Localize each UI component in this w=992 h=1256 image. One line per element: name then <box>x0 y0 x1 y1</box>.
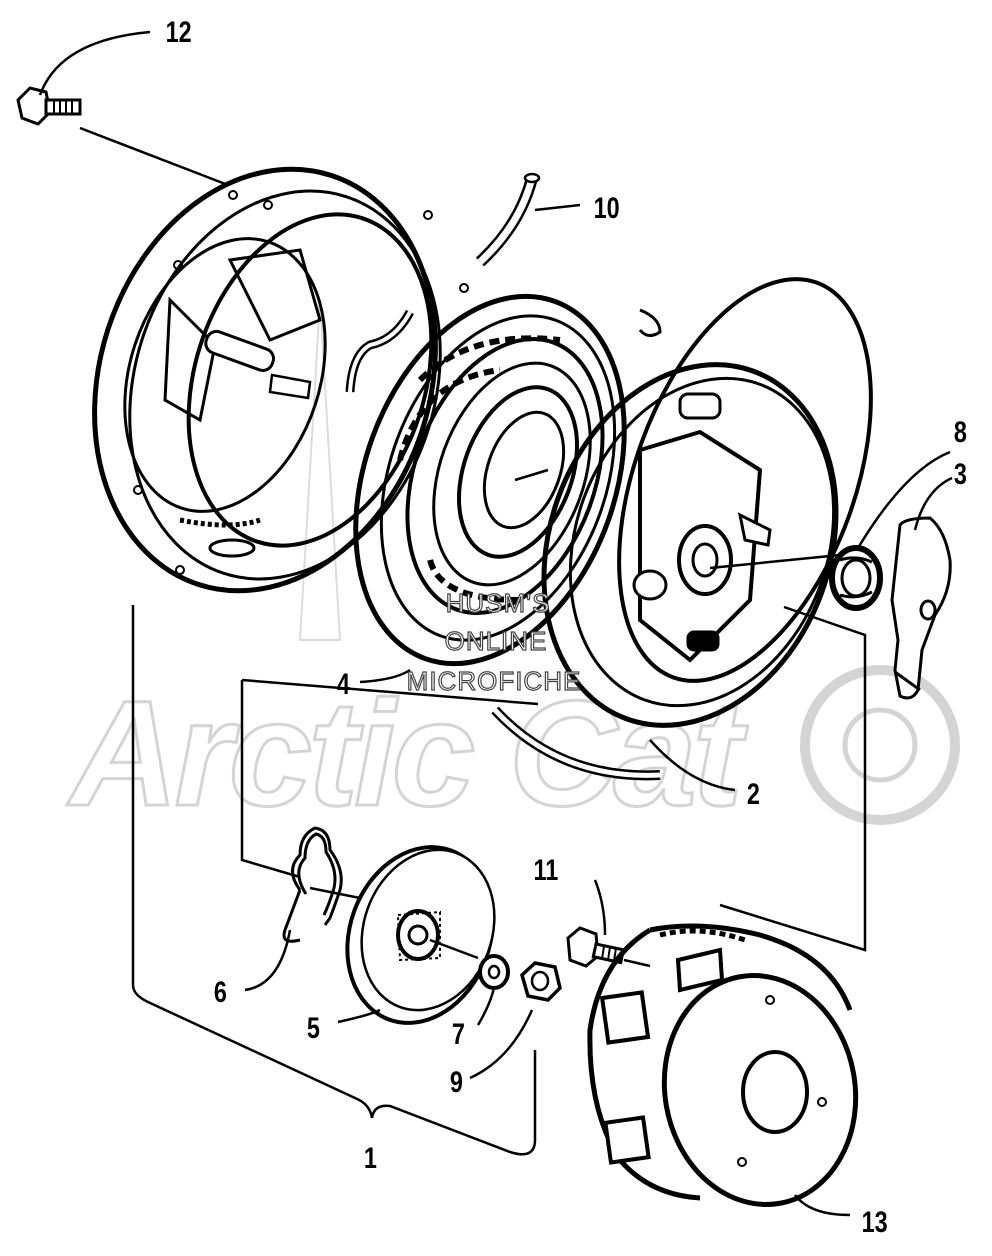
callout-6: 6 <box>214 975 227 1008</box>
callout-11: 11 <box>533 853 558 886</box>
part-11-bolt <box>566 926 651 968</box>
callout-5: 5 <box>307 1011 320 1044</box>
part-5-friction-plate <box>345 845 496 1025</box>
callout-7: 7 <box>452 1017 465 1050</box>
part-2-rope-reel <box>491 277 873 781</box>
callout-1: 1 <box>364 1141 377 1174</box>
brand-watermark-logo: Arctic Cat <box>65 299 960 839</box>
microfiche-watermark: HUSM'S ONLINE MICROFICHE <box>406 587 582 696</box>
callout-8: 8 <box>954 415 967 448</box>
part-13-starter-cup <box>587 923 859 1207</box>
callout-9: 9 <box>450 1065 463 1098</box>
callout-4: 4 <box>337 667 350 700</box>
watermark-line-2: ONLINE <box>445 626 548 656</box>
part-10-rope <box>345 172 581 393</box>
callout-12: 12 <box>166 15 192 48</box>
assembly-brackets <box>131 605 867 1156</box>
part-7-washer <box>478 954 510 990</box>
leader-lines <box>38 30 953 1217</box>
callout-labels: 12 10 8 3 4 2 11 6 5 7 9 1 13 <box>166 15 967 1238</box>
callout-2: 2 <box>747 777 760 810</box>
part-8-spring <box>829 545 883 611</box>
callout-13: 13 <box>862 1205 888 1238</box>
brand-watermark-text: Arctic Cat <box>66 669 749 837</box>
watermark-line-1: HUSM'S <box>446 588 551 618</box>
part-3-pawl <box>890 516 952 700</box>
callout-3: 3 <box>954 457 967 490</box>
part-6-spring-clip <box>282 826 361 943</box>
part-12-bolt <box>16 86 229 187</box>
callout-10: 10 <box>594 191 620 224</box>
watermark-line-3: MICROFICHE <box>407 666 582 696</box>
part-9-nut <box>520 961 562 1002</box>
part-4-recoil-spring <box>353 293 662 667</box>
